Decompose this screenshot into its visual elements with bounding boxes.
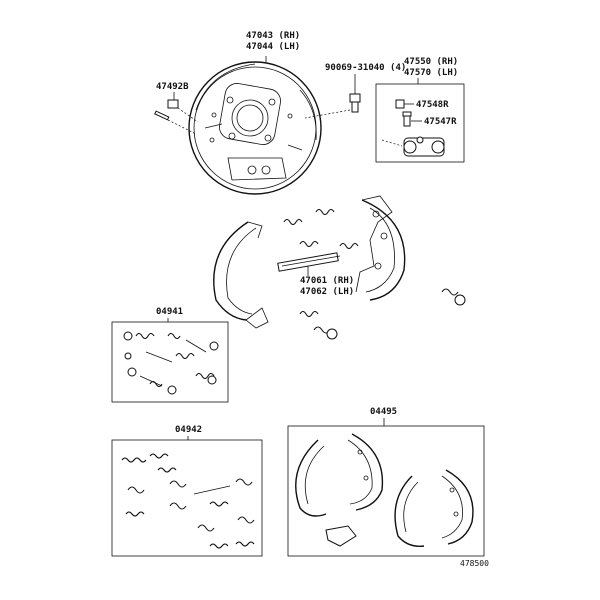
plug-label: 47492B (156, 82, 189, 92)
kit-04495-label: 04495 (370, 407, 397, 417)
bleeder-plug-part[interactable] (402, 111, 412, 127)
adjuster-label-rh: 47061 (RH) (300, 276, 354, 286)
kit-04942-parts[interactable] (121, 453, 255, 549)
kit-04941-parts[interactable] (123, 331, 219, 395)
brake-shoe-left[interactable] (213, 221, 269, 329)
bleeder-cap-part[interactable] (395, 99, 405, 109)
kit-04495-box (287, 425, 485, 557)
brake-shoe-right[interactable] (355, 195, 406, 301)
wheel-cylinder-box (375, 83, 465, 163)
return-spring-top[interactable] (283, 208, 359, 250)
backing-plate[interactable] (188, 61, 322, 195)
wheel-cylinder-label-lh: 47570 (LH) (404, 68, 458, 78)
kit-04942-label: 04942 (175, 425, 202, 435)
wheel-cylinder-label-rh: 47550 (RH) (404, 57, 458, 67)
bleeder-plug-label: 47547R (424, 117, 457, 127)
kit-04495-shoe-4[interactable] (441, 469, 474, 545)
backing-plate-label-rh: 47043 (RH) (246, 31, 300, 41)
bolt-part[interactable] (349, 93, 361, 113)
diagram-id: 478500 (460, 559, 489, 568)
backing-plate-label-lh: 47044 (LH) (246, 42, 300, 52)
kit-04495-shoe-2[interactable] (347, 433, 384, 511)
kit-04941-label: 04941 (156, 307, 183, 317)
adjuster-part[interactable] (277, 252, 341, 272)
wheel-cylinder-part[interactable] (403, 136, 445, 157)
kit-04942-box (111, 439, 263, 557)
bolt-label: 90069-31040 (4) (325, 63, 406, 73)
bleeder-cap-label: 47548R (416, 100, 449, 110)
plug-part[interactable] (154, 99, 179, 121)
hold-down-spring-parts[interactable] (299, 288, 466, 340)
kit-04495-shoe-3[interactable] (394, 475, 425, 547)
adjuster-label-lh: 47062 (LH) (300, 287, 354, 297)
kit-04495-shoe-1[interactable] (295, 439, 327, 517)
kit-04941-box (111, 321, 229, 403)
kit-04495-pad[interactable] (325, 525, 357, 547)
